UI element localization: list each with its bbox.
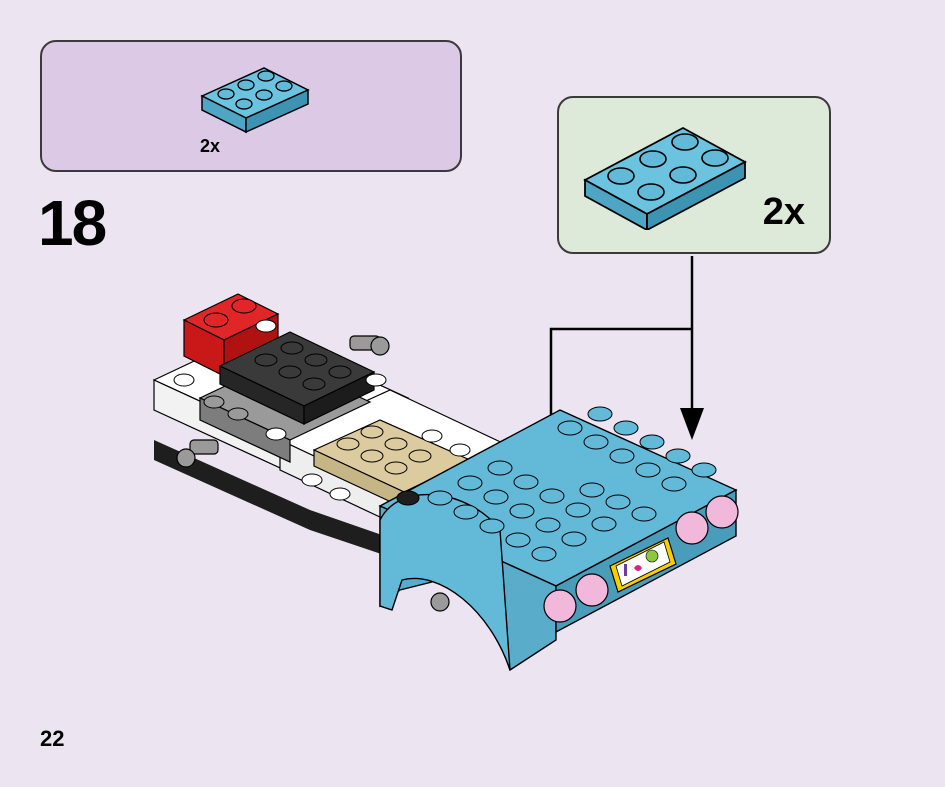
callout-quantity-label: 2x xyxy=(762,191,805,233)
down-arrow-icon xyxy=(680,408,704,440)
parts-quantity-label: 2x xyxy=(200,136,221,156)
plate-2x3-icon xyxy=(583,126,747,230)
page-number: 22 xyxy=(40,726,65,751)
step-number: 18 xyxy=(38,187,107,259)
plate-2x3-icon xyxy=(200,67,310,134)
callout-panel: 2x xyxy=(557,96,831,254)
parts-list-panel: 2x xyxy=(40,40,462,172)
decorated-tile-icon xyxy=(609,537,677,593)
car-model-icon xyxy=(152,293,739,672)
